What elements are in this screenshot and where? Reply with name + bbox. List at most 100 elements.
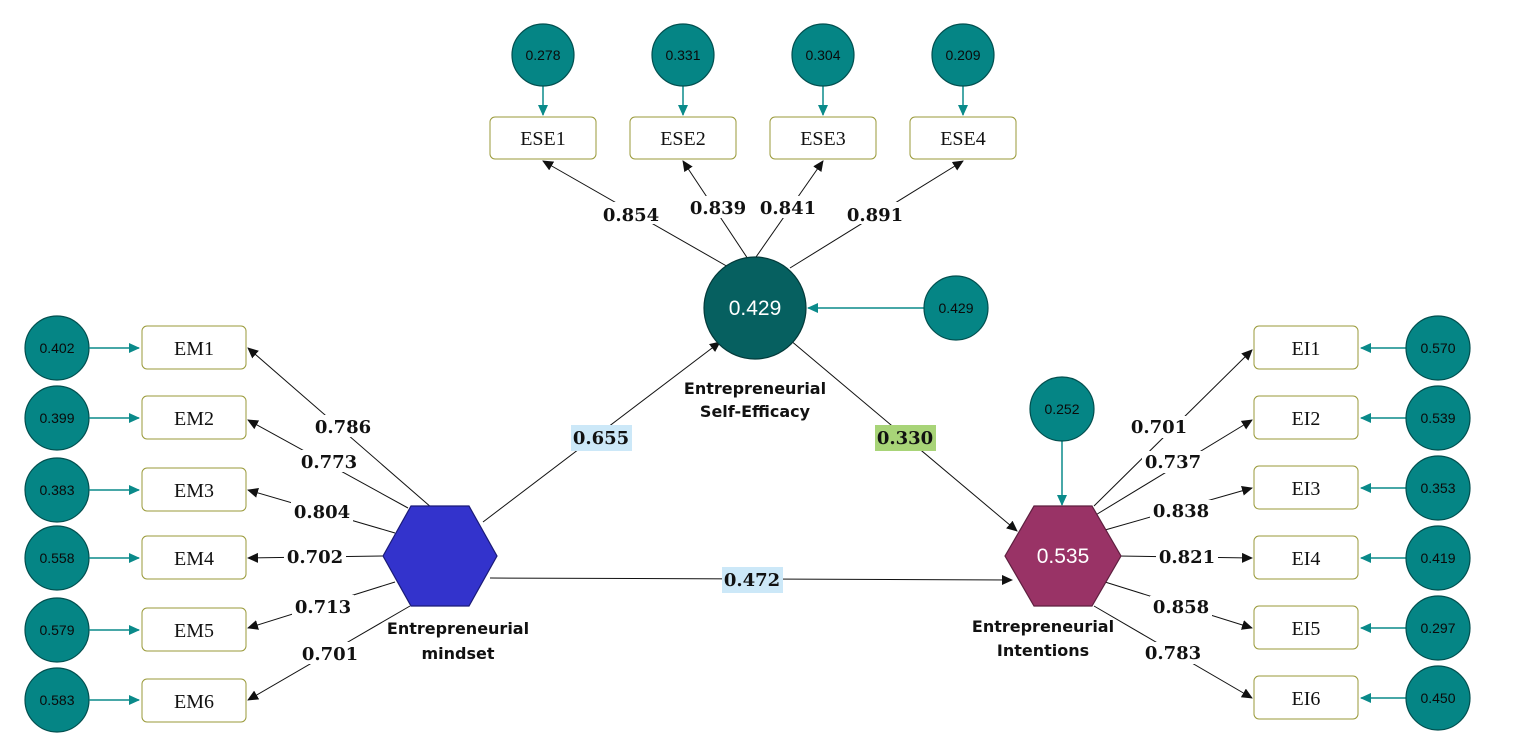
latent-hexagon-intentions <box>1004 505 1122 607</box>
loading-bg <box>312 415 374 437</box>
indicator-ei1: EI1 0.570 <box>1253 315 1471 381</box>
indicator-label-em2: EM2 <box>174 408 214 430</box>
error-term-ei4 <box>1405 525 1471 591</box>
ese-loadings: 0.854 0.839 0.841 0.891 <box>542 160 964 269</box>
error-value-em4: 0.558 <box>39 550 74 566</box>
construct-label-line2: Self-Efficacy <box>700 402 811 421</box>
error-term-ese4 <box>931 23 995 87</box>
indicator-em3: 0.383 EM3 <box>24 457 247 523</box>
indicator-label-em4: EM4 <box>174 548 214 570</box>
path-label-bg <box>722 567 783 593</box>
construct-mindset: Entrepreneurial mindset <box>382 505 529 663</box>
indicator-label-em6: EM6 <box>174 691 214 713</box>
loading-value-ese2: 0.839 <box>690 198 746 219</box>
loading-bg <box>292 595 354 617</box>
path-value-mindset-self-efficacy: 0.655 <box>573 428 629 449</box>
indicator-label-ese3: ESE3 <box>800 128 846 150</box>
indicator-box-em2 <box>141 395 247 440</box>
loading-value-ese1: 0.854 <box>603 205 659 226</box>
indicator-label-ei1: EI1 <box>1292 338 1321 360</box>
latent-circle-self-efficacy <box>703 256 807 360</box>
path-value-self-efficacy-intentions: 0.330 <box>877 428 933 449</box>
loading-value-em5: 0.713 <box>295 597 351 618</box>
indicator-label-ei2: EI2 <box>1292 408 1321 430</box>
loading-bg <box>844 202 906 224</box>
indicator-label-ese1: ESE1 <box>520 128 566 150</box>
indicator-ese1: 0.278 ESE1 <box>489 23 597 160</box>
indicator-em4: 0.558 EM4 <box>24 525 247 591</box>
error-term-ese1 <box>511 23 575 87</box>
error-term-ei1 <box>1405 315 1471 381</box>
em-indicator-group: 0.402 EM1 0.399 EM2 0.383 EM3 0.558 <box>24 315 247 733</box>
loading-value-ese3: 0.841 <box>760 198 816 219</box>
indicator-box-em3 <box>141 467 247 512</box>
indicator-em2: 0.399 EM2 <box>24 385 247 451</box>
error-value-ei2: 0.539 <box>1420 410 1455 426</box>
indicator-box-ei2 <box>1253 395 1359 440</box>
indicator-box-em5 <box>141 607 247 652</box>
path-label-bg <box>571 425 632 451</box>
indicator-box-ei1 <box>1253 325 1359 370</box>
ei-loadings: 0.701 0.737 0.838 0.821 0.858 0.783 <box>1093 349 1253 699</box>
indicator-box-ei5 <box>1253 605 1359 650</box>
indicator-label-ei3: EI3 <box>1292 478 1321 500</box>
construct-label-line2: mindset <box>421 644 494 663</box>
loading-value-ei1: 0.701 <box>1131 417 1187 438</box>
indicator-label-ese4: ESE4 <box>940 128 986 150</box>
loading-bg <box>687 196 749 218</box>
error-value-self-efficacy: 0.429 <box>938 300 973 316</box>
loading-value-ese4: 0.891 <box>847 205 903 226</box>
error-value-ei5: 0.297 <box>1420 620 1455 636</box>
indicator-box-ei4 <box>1253 535 1359 580</box>
construct-label-line2: Intentions <box>997 641 1089 660</box>
error-value-ei3: 0.353 <box>1420 480 1455 496</box>
loading-bg <box>1150 500 1212 522</box>
loading-bg <box>284 546 346 568</box>
indicator-ese4: 0.209 ESE4 <box>909 23 1017 160</box>
loading-value-em4: 0.702 <box>287 547 343 568</box>
error-term-ei6 <box>1405 665 1471 731</box>
construct-label-line1: Entrepreneurial <box>684 379 826 398</box>
loading-value-ei5: 0.858 <box>1153 597 1209 618</box>
indicator-box-ese3 <box>769 116 877 160</box>
path-value-mindset-intentions: 0.472 <box>724 570 780 591</box>
error-term-ei5 <box>1405 595 1471 661</box>
loading-bg <box>600 202 662 224</box>
loading-value-em1: 0.786 <box>315 417 371 438</box>
loading-bg <box>1142 642 1204 664</box>
structural-paths: 0.655 0.330 0.472 <box>482 339 1018 593</box>
error-term-intentions <box>1029 376 1095 442</box>
error-value-em3: 0.383 <box>39 482 74 498</box>
error-value-em6: 0.583 <box>39 692 74 708</box>
error-term-ese2 <box>651 23 715 87</box>
indicator-box-ese1 <box>489 116 597 160</box>
ei-indicator-group: EI1 0.570 EI2 0.539 EI3 0.353 EI4 0. <box>1253 315 1471 731</box>
indicator-ei3: EI3 0.353 <box>1253 455 1471 521</box>
loading-bg <box>298 450 360 472</box>
r2-value-intentions: 0.535 <box>1037 545 1090 568</box>
indicator-label-em5: EM5 <box>174 620 214 642</box>
loading-bg <box>1150 596 1212 618</box>
indicator-label-em3: EM3 <box>174 480 214 502</box>
loading-bg <box>291 500 353 522</box>
error-value-intentions: 0.252 <box>1044 401 1079 417</box>
loading-bg <box>1142 451 1204 473</box>
loading-value-em2: 0.773 <box>301 452 357 473</box>
ese-indicator-group: 0.278 ESE1 0.331 ESE2 0.304 ESE3 0.209 E… <box>489 23 1017 160</box>
loading-value-ei2: 0.737 <box>1145 452 1201 473</box>
indicator-ei5: EI5 0.297 <box>1253 595 1471 661</box>
indicator-box-ese4 <box>909 116 1017 160</box>
loading-value-em3: 0.804 <box>294 502 350 523</box>
error-value-em1: 0.402 <box>39 340 74 356</box>
error-value-ese1: 0.278 <box>525 47 560 63</box>
construct-intentions: 0.252 0.535 Entrepreneurial Intentions <box>972 376 1122 660</box>
indicator-ese2: 0.331 ESE2 <box>629 23 737 160</box>
error-value-ei4: 0.419 <box>1420 550 1455 566</box>
error-value-ese3: 0.304 <box>805 47 840 63</box>
error-term-ei2 <box>1405 385 1471 451</box>
loading-value-ei3: 0.838 <box>1153 501 1209 522</box>
indicator-box-em4 <box>141 535 247 580</box>
indicator-em5: 0.579 EM5 <box>24 597 247 663</box>
error-term-ese3 <box>791 23 855 87</box>
